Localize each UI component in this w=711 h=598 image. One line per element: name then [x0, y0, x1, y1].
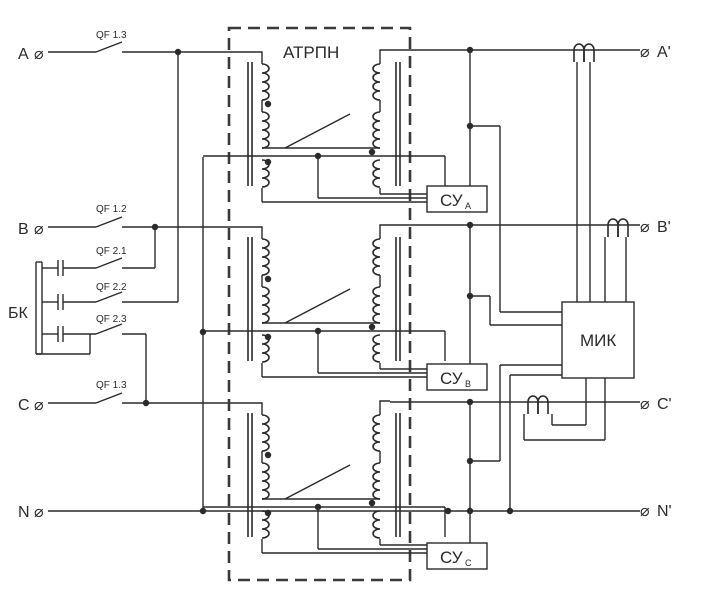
output-terminals: ⌀ ⌀ ⌀ ⌀ A' B' C' N' — [640, 44, 672, 520]
breaker-label-qf-22: QF 2.2 — [96, 282, 127, 293]
output-label-n: N' — [657, 503, 672, 520]
output-label-a: A' — [657, 44, 671, 61]
mik-label: МИК — [580, 331, 616, 350]
breaker-label-qf-b: QF 1.2 — [96, 204, 127, 215]
input-terminals: A B C N ⌀ ⌀ ⌀ ⌀ — [18, 46, 44, 521]
terminal-icon: ⌀ — [640, 219, 650, 236]
control-unit-b: СУ B — [426, 363, 488, 391]
breaker-label-qf-21: QF 2.1 — [96, 246, 127, 257]
capacitor-bank: БК — [8, 227, 178, 403]
terminal-icon: ⌀ — [34, 46, 44, 63]
input-label-b: B — [18, 221, 29, 238]
terminal-icon: ⌀ — [34, 221, 44, 238]
input-label-c: C — [18, 397, 30, 414]
breaker-label-qf-a: QF 1.3 — [96, 30, 127, 41]
control-unit-a: СУ A — [426, 185, 488, 213]
transformer-stages — [203, 49, 446, 554]
terminal-icon: ⌀ — [34, 504, 44, 521]
terminal-icon: ⌀ — [640, 503, 650, 520]
terminal-icon: ⌀ — [34, 397, 44, 414]
atrpn-label: АТРПН — [283, 43, 339, 62]
terminal-icon: ⌀ — [640, 44, 650, 61]
control-unit-a-sub: A — [465, 201, 471, 211]
mik-box — [561, 301, 635, 379]
breaker-label-qf-23: QF 2.3 — [96, 314, 127, 325]
output-label-b: B' — [657, 219, 671, 236]
control-unit-b-label: СУ — [440, 369, 463, 388]
control-unit-c: СУ C — [426, 542, 488, 570]
breaker-label-qf-c: QF 1.3 — [96, 380, 127, 391]
atrpn-frame — [227, 26, 412, 582]
input-label-n: N — [18, 504, 30, 521]
control-unit-b-sub: B — [465, 379, 471, 389]
control-unit-c-label: СУ — [440, 548, 463, 567]
terminal-icon: ⌀ — [640, 396, 650, 413]
phase-lines-input — [48, 41, 640, 512]
capacitor-bank-label: БК — [8, 305, 29, 322]
control-unit-a-label: СУ — [440, 191, 463, 210]
input-label-a: A — [18, 46, 29, 63]
current-transformers — [523, 43, 629, 441]
phase-lines-output — [390, 46, 640, 545]
breaker-labels: QF 1.3 QF 1.2 QF 1.3 QF 2.1 QF 2.2 QF 2.… — [96, 30, 127, 391]
control-unit-c-sub: C — [465, 558, 472, 568]
output-label-c: C' — [657, 396, 672, 413]
